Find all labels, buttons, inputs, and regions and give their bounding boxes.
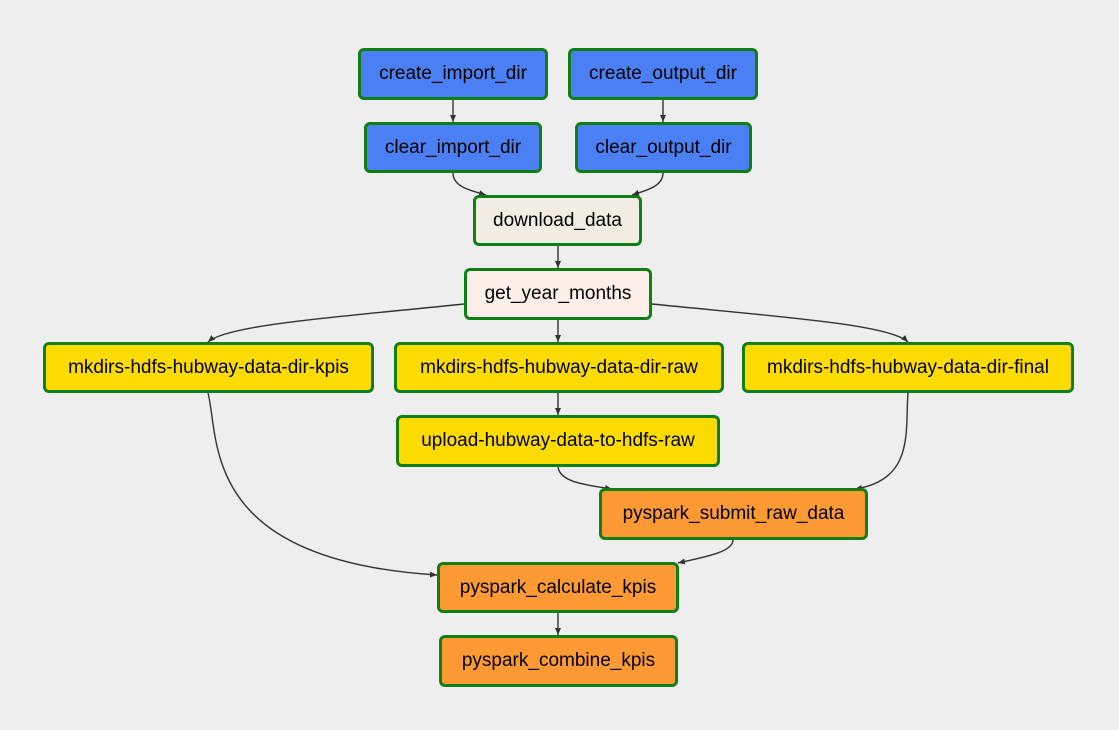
task-pyspark-calculate-kpis[interactable]: pyspark_calculate_kpis: [437, 562, 679, 613]
task-create-output-dir[interactable]: create_output_dir: [568, 48, 758, 100]
edge-mkdirs_kpis-to-pyspark_calculate_kpis: [207, 392, 438, 578]
task-mkdirs-hdfs-hubway-data-dir-final[interactable]: mkdirs-hdfs-hubway-data-dir-final: [742, 342, 1074, 393]
task-label: pyspark_calculate_kpis: [459, 576, 657, 598]
task-label: clear_output_dir: [595, 136, 732, 158]
edge-clear_import_dir-to-download_data: [452, 172, 487, 197]
edge-mkdirs_final-to-pyspark_submit_raw_data: [854, 392, 909, 491]
edge-clear_output_dir-to-download_data: [631, 172, 664, 196]
task-get-year-months[interactable]: get_year_months: [464, 268, 652, 320]
task-label: pyspark_combine_kpis: [461, 650, 656, 671]
task-pyspark-submit-raw-data[interactable]: pyspark_submit_raw_data: [599, 488, 868, 540]
edge-upload_raw-to-pyspark_submit_raw_data: [557, 466, 613, 491]
task-pyspark-combine-kpis[interactable]: pyspark_combine_kpis: [439, 635, 678, 687]
task-label: download_data: [493, 209, 622, 231]
task-clear-output-dir[interactable]: clear_output_dir: [575, 122, 752, 173]
task-mkdirs-hdfs-hubway-data-dir-kpis[interactable]: mkdirs-hdfs-hubway-data-dir-kpis: [43, 342, 374, 393]
task-label: mkdirs-hdfs-hubway-data-dir-kpis: [68, 356, 349, 378]
task-mkdirs-hdfs-hubway-data-dir-raw[interactable]: mkdirs-hdfs-hubway-data-dir-raw: [394, 342, 724, 393]
task-label: get_year_months: [484, 283, 632, 304]
task-label: upload-hubway-data-to-hdfs-raw: [421, 430, 695, 451]
edge-get_year_months-to-mkdirs_kpis: [207, 303, 465, 343]
task-label: create_output_dir: [589, 63, 737, 84]
task-create-import-dir[interactable]: create_import_dir: [358, 48, 548, 100]
task-label: clear_import_dir: [384, 136, 522, 158]
task-upload-hubway-data-to-hdfs-raw[interactable]: upload-hubway-data-to-hdfs-raw: [396, 415, 720, 467]
edge-pyspark_submit_raw_data-to-pyspark_calculate_kpis: [677, 539, 734, 565]
task-label: mkdirs-hdfs-hubway-data-dir-raw: [420, 356, 698, 378]
task-label: mkdirs-hdfs-hubway-data-dir-final: [767, 356, 1049, 378]
task-download-data[interactable]: download_data: [473, 195, 642, 246]
edge-get_year_months-to-mkdirs_final: [651, 303, 909, 343]
task-label: pyspark_submit_raw_data: [622, 503, 845, 524]
task-label: create_import_dir: [379, 63, 527, 84]
task-clear-import-dir[interactable]: clear_import_dir: [364, 122, 542, 173]
